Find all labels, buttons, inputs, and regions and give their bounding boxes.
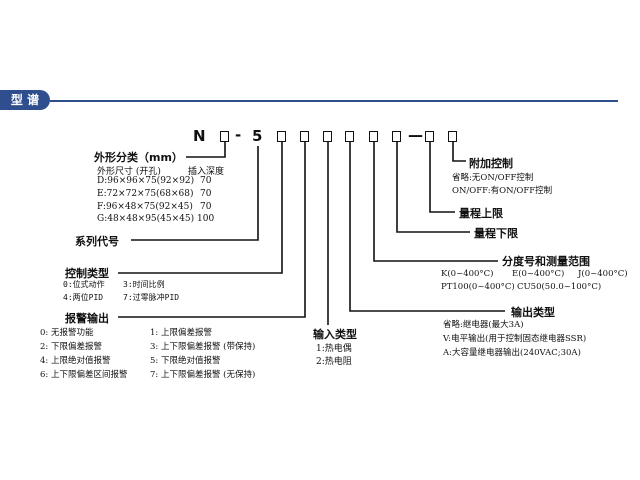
size-row: G:48×48×95(45×45) [97,214,195,224]
control-item: 4:两位PID [63,293,104,302]
alarm-item: 7: 上下限偏差报警 (无保持) [150,370,256,380]
control-item: 7:过零脉冲PID [123,293,180,302]
alarm-item: 3: 上下限偏差报警 (带保持) [150,342,256,352]
input-title: 输入类型 [313,328,357,341]
graduation-item: CU50(50.0~100°C) [517,282,602,292]
code-box-graduation [369,131,378,142]
upper-title: 量程上限 [459,207,503,220]
size-title: 外形分类（mm） [94,151,183,164]
connector-alarm [118,142,306,318]
graduation-item: E(0~400°C) [512,269,565,279]
connector-output [349,142,505,312]
alarm-item: 2: 下限偏差报警 [40,342,102,352]
alarm-item: 5: 下限绝对值报警 [150,356,221,366]
extra-item: 省略:无ON/OFF控制 [452,173,534,183]
depth-value: 70 [200,176,212,186]
code-box-lower [392,131,401,142]
code-box-size [220,131,229,142]
output-item: V:电平输出(用于控制固态继电器SSR) [443,334,587,344]
alarm-item: 1: 上限偏差报警 [150,328,212,338]
connector-extra [452,142,466,162]
output-title: 输出类型 [511,306,555,319]
connector-lower [396,142,470,233]
size-col-header: 外形尺寸 (开孔) [97,167,161,177]
code-box-extra [448,131,457,142]
graduation-title: 分度号和测量范围 [502,255,590,268]
depth-value: 100 [197,214,215,224]
connector-series [131,146,259,241]
depth-value: 70 [200,202,212,212]
lower-title: 量程下限 [474,227,518,240]
connector-size [186,142,226,158]
control-title: 控制类型 [65,267,109,280]
alarm-item: 0: 无报警功能 [40,328,94,338]
output-item: 省略:继电器(最大3A) [443,320,524,330]
code-box-upper [425,131,434,142]
connector-upper [429,142,455,213]
code-prefix: N [193,127,206,145]
input-item: 2:热电阻 [316,357,352,367]
code-dash: - [235,126,242,144]
output-item: A:大容量继电器输出(240VAC;30A) [443,348,581,358]
extra-item: ON/OFF:有ON/OFF控制 [452,186,553,196]
control-item: 3:时间比例 [123,280,165,289]
alarm-title: 报警输出 [65,312,109,325]
graduation-item: K(0~400°C) [441,269,494,279]
connector-control [118,142,283,274]
size-row: E:72×72×75(68×68) [97,189,194,199]
alarm-item: 4: 上限绝对值报警 [40,356,111,366]
code-box-control [277,131,286,142]
code-box-input [323,131,332,142]
graduation-item: PT100(0~400°C) [441,282,515,292]
extra-title: 附加控制 [469,157,513,170]
title-rule [50,100,618,102]
code-series-digit: 5 [252,127,263,145]
input-item: 1:热电偶 [316,344,352,354]
depth-col-header: 插入深度 [188,167,225,177]
graduation-item: J(0~400°C) [578,269,628,279]
section-title-badge: 型 谱 [0,90,50,110]
code-box-alarm [300,131,309,142]
connector-graduation [373,142,498,262]
series-title: 系列代号 [75,235,119,248]
alarm-item: 6: 上下限偏差区间报警 [40,370,128,380]
control-item: 0:位式动作 [63,280,105,289]
code-box-output [345,131,354,142]
size-row: F:96×48×75(92×45) [97,202,193,212]
size-row: D:96×96×75(92×92) [97,176,195,186]
code-dash-long: — [408,126,423,144]
depth-value: 70 [200,189,212,199]
